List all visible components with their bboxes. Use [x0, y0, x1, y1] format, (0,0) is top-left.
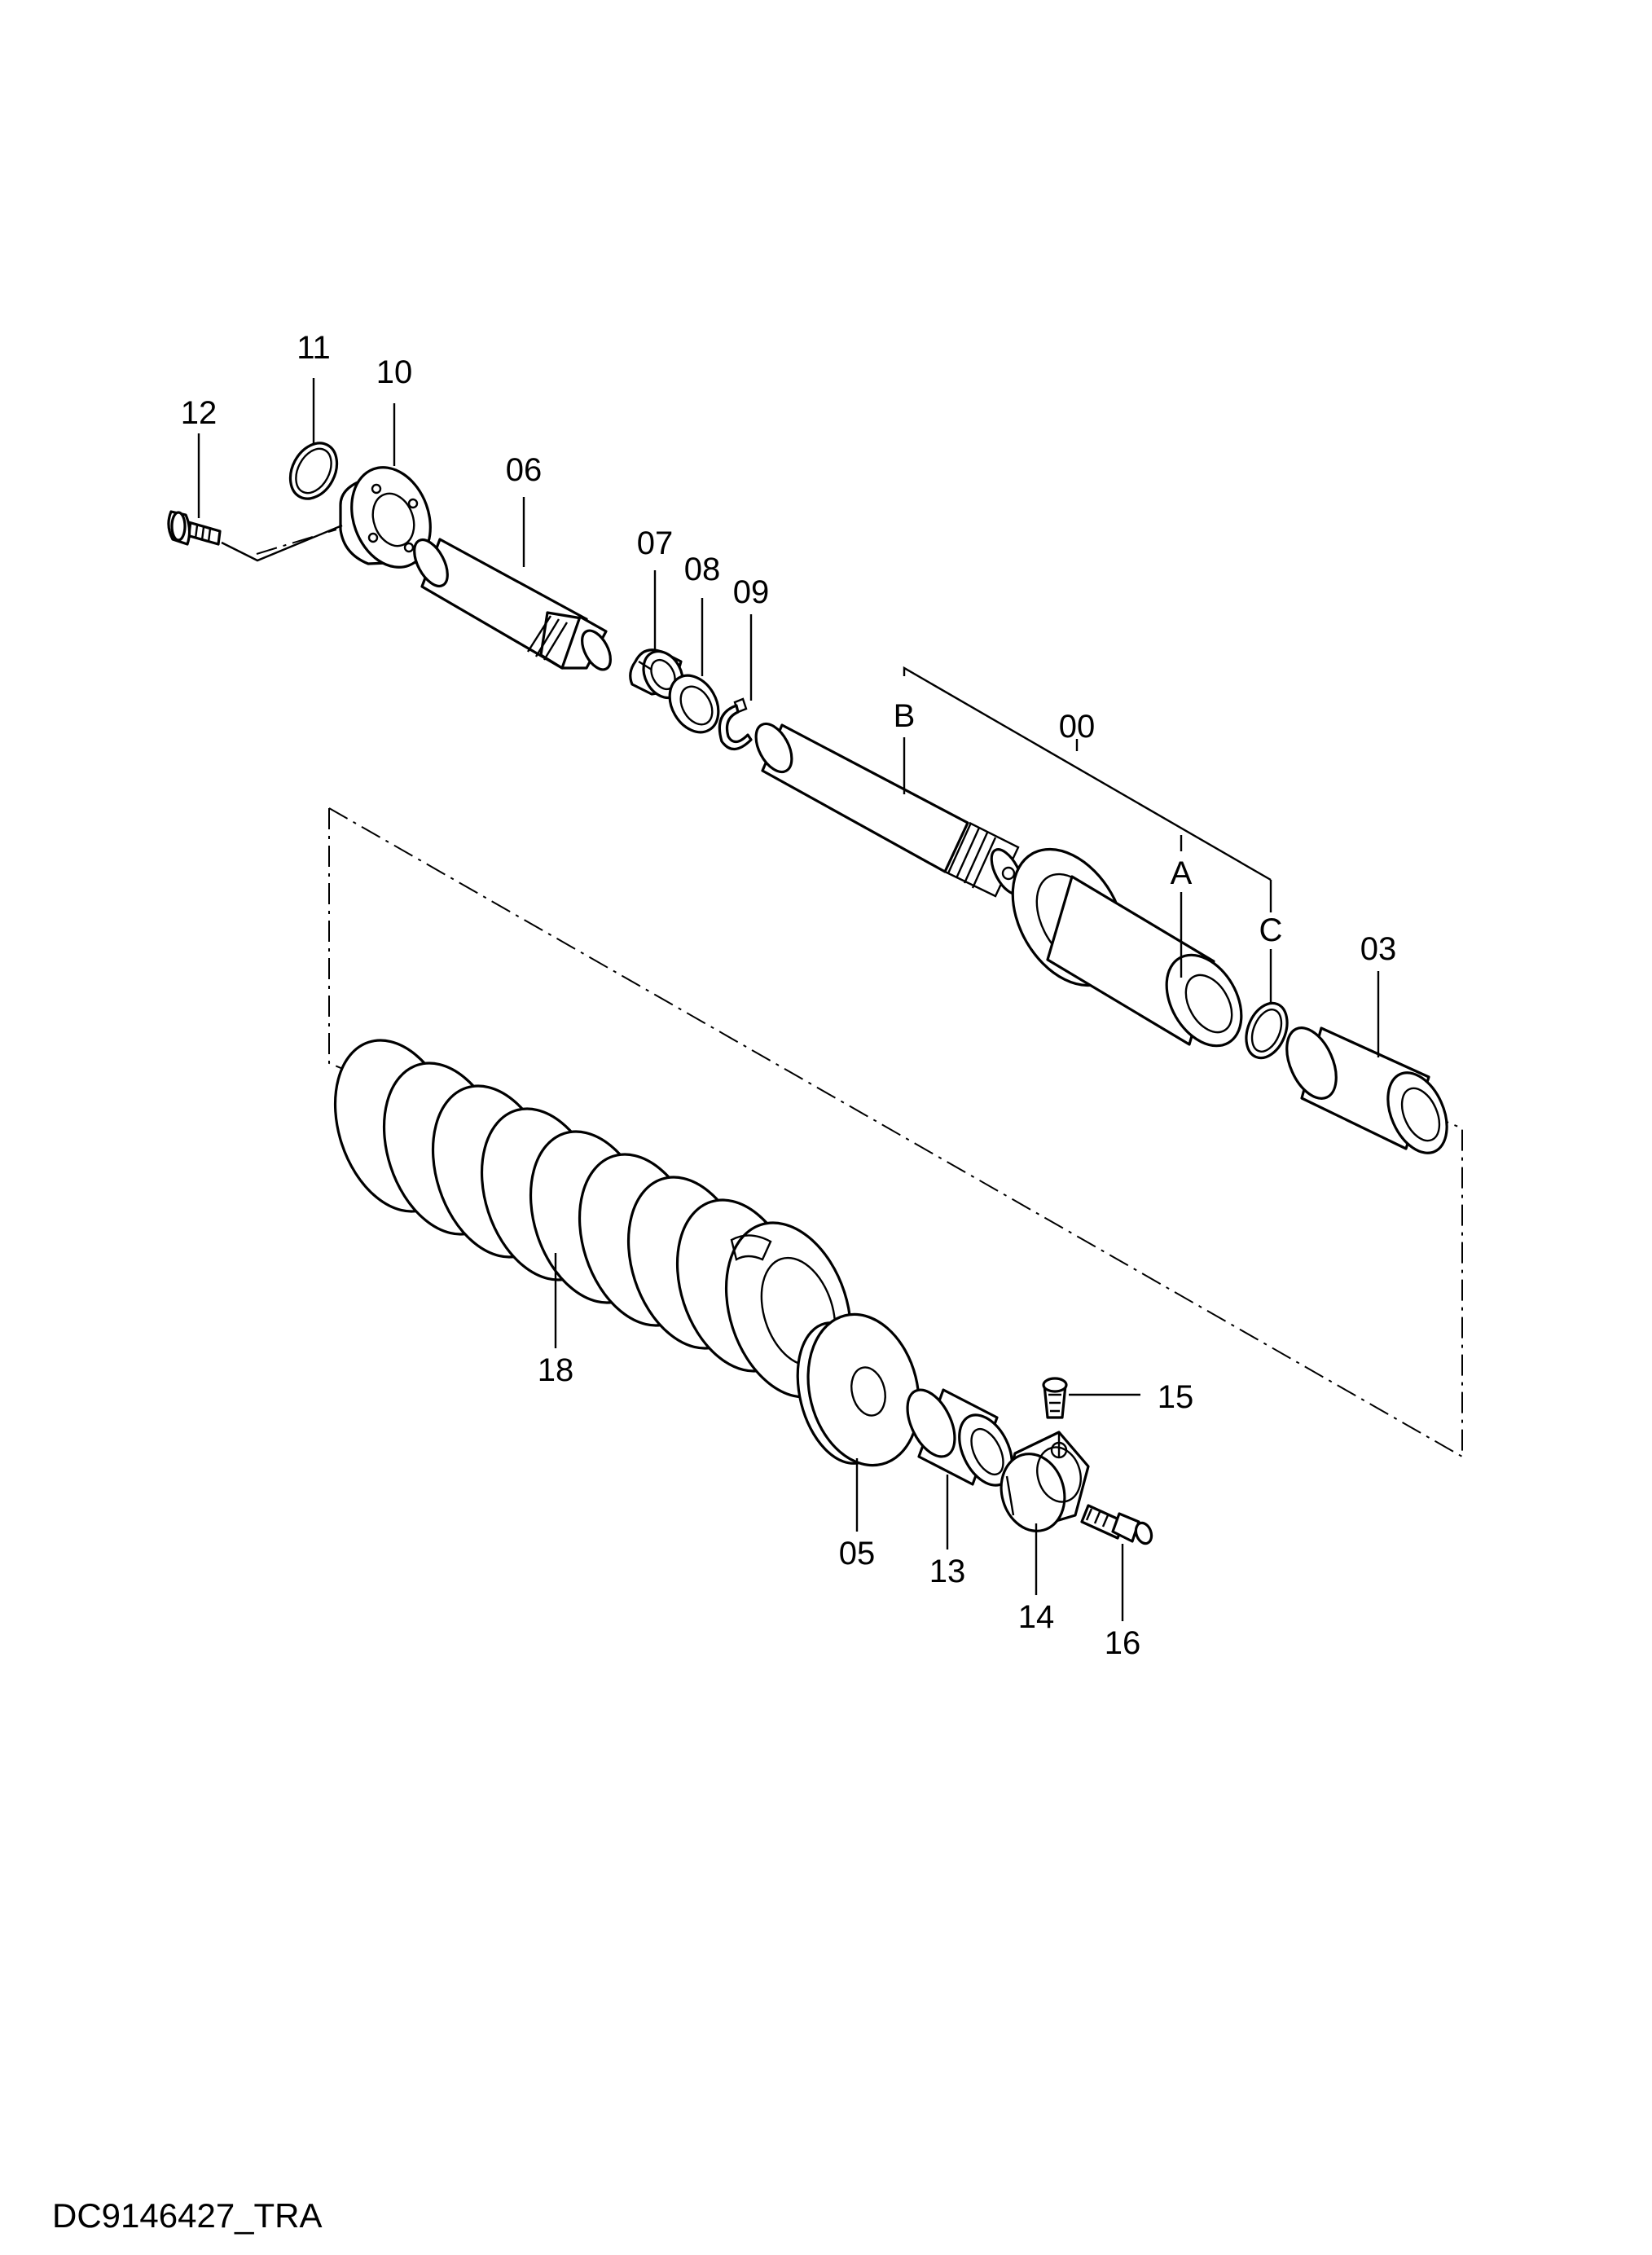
label-14: 14 [1018, 1599, 1055, 1635]
leader-lines [197, 378, 1380, 1621]
label-00: 00 [1059, 709, 1096, 745]
label-13: 13 [929, 1554, 966, 1589]
label-C: C [1259, 912, 1283, 948]
part-B-piston-rod[interactable] [749, 718, 1028, 899]
label-10: 10 [376, 354, 413, 390]
part-03-bushing[interactable] [1277, 1020, 1459, 1162]
label-B: B [894, 698, 916, 734]
label-11: 11 [297, 330, 331, 366]
label-08: 08 [684, 552, 721, 587]
label-05: 05 [839, 1536, 876, 1571]
part-05-spring-seat[interactable] [784, 1303, 934, 1477]
part-14-valve-body[interactable] [992, 1431, 1090, 1539]
label-A: A [1171, 855, 1193, 891]
label-18: 18 [538, 1352, 574, 1388]
label-15: 15 [1158, 1379, 1194, 1415]
label-06: 06 [506, 452, 543, 488]
label-12: 12 [181, 395, 217, 431]
part-C-o-ring[interactable] [1239, 997, 1295, 1064]
part-09-snap-ring[interactable] [718, 697, 753, 751]
part-13-bushing[interactable] [898, 1382, 1022, 1494]
part-06-pin[interactable] [407, 534, 616, 674]
part-12-bolt[interactable] [167, 510, 222, 546]
part-labels: 12 11 10 06 07 08 09 B 00 A C 03 18 05 1… [181, 330, 1397, 1661]
part-18-spring[interactable] [314, 1025, 872, 1413]
label-16: 16 [1105, 1625, 1141, 1661]
part-10-flange[interactable] [338, 456, 444, 578]
part-11-o-ring[interactable] [281, 435, 346, 507]
part-15-plug[interactable] [1042, 1377, 1068, 1419]
part-A-cylinder[interactable] [990, 829, 1257, 1059]
part-16-grease-fitting[interactable] [1080, 1504, 1154, 1545]
part-08-ring[interactable] [660, 666, 728, 741]
label-03: 03 [1360, 931, 1397, 967]
label-09: 09 [733, 574, 770, 610]
document-code: DC9146427_TRA [52, 2196, 323, 2235]
label-07: 07 [637, 525, 674, 561]
